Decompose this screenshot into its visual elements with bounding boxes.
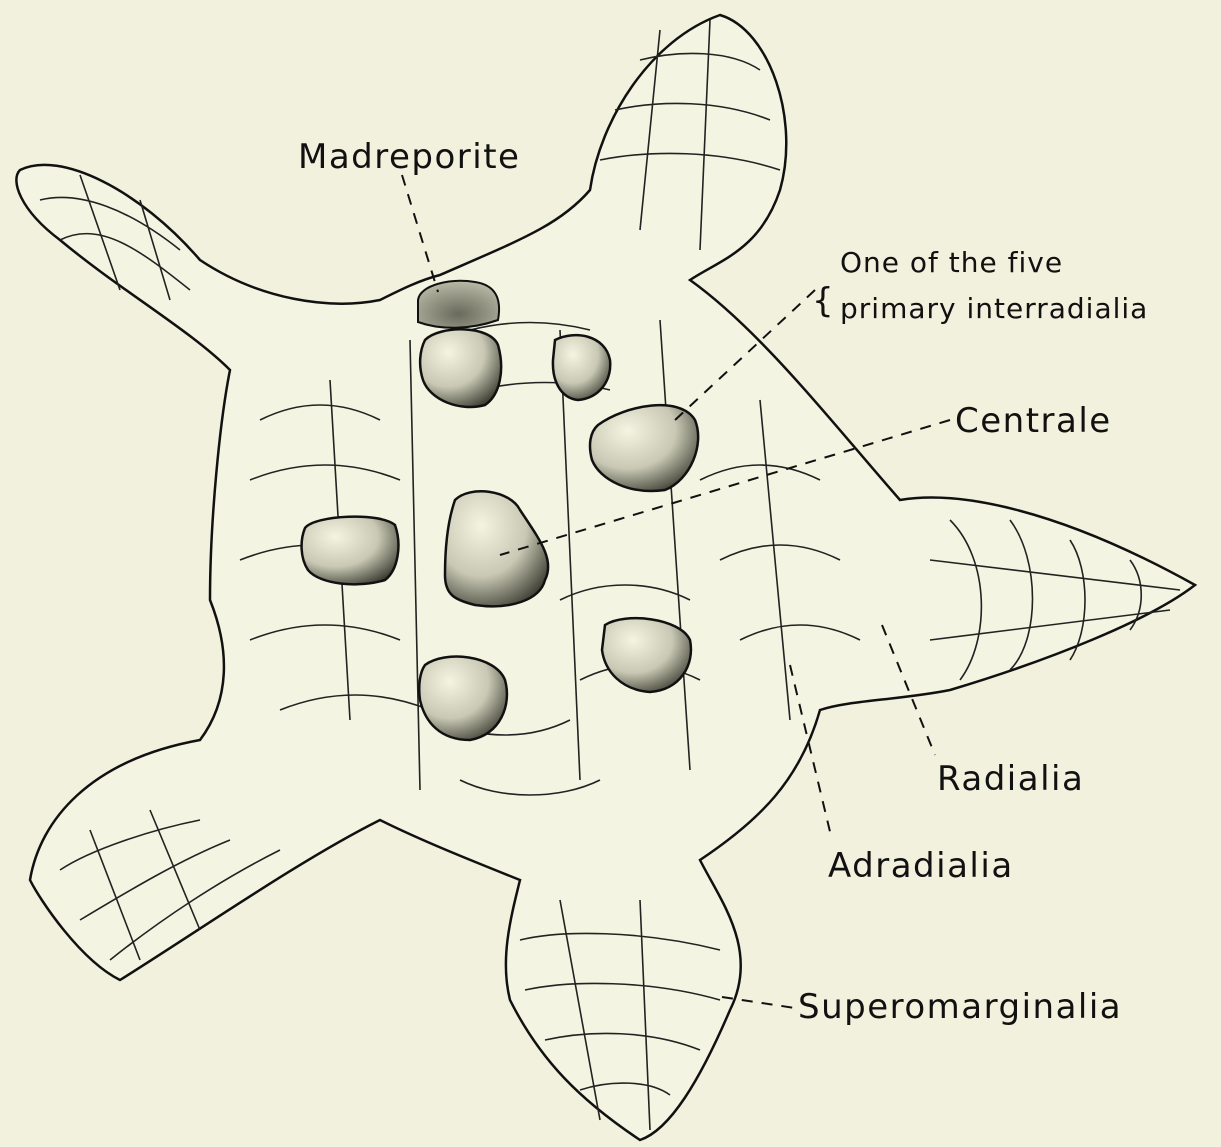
label-interradialia-line2: primary interradialia: [840, 292, 1148, 325]
label-adradialia: Adradialia: [828, 846, 1014, 886]
label-madreporite: Madreporite: [298, 137, 520, 177]
label-superomarginalia: Superomarginalia: [798, 987, 1122, 1027]
label-brace: {: [812, 281, 835, 321]
label-centrale: Centrale: [955, 401, 1112, 441]
label-radialia: Radialia: [937, 759, 1084, 799]
leader-madreporite: [402, 175, 438, 292]
label-interradialia-line1: One of the five: [840, 246, 1063, 279]
starfish-outline: [16, 15, 1195, 1140]
interradial-plate: [302, 517, 399, 585]
madreporite-plate: [418, 281, 499, 328]
interradial-plate: [553, 335, 610, 400]
starfish-body: [16, 15, 1195, 1140]
